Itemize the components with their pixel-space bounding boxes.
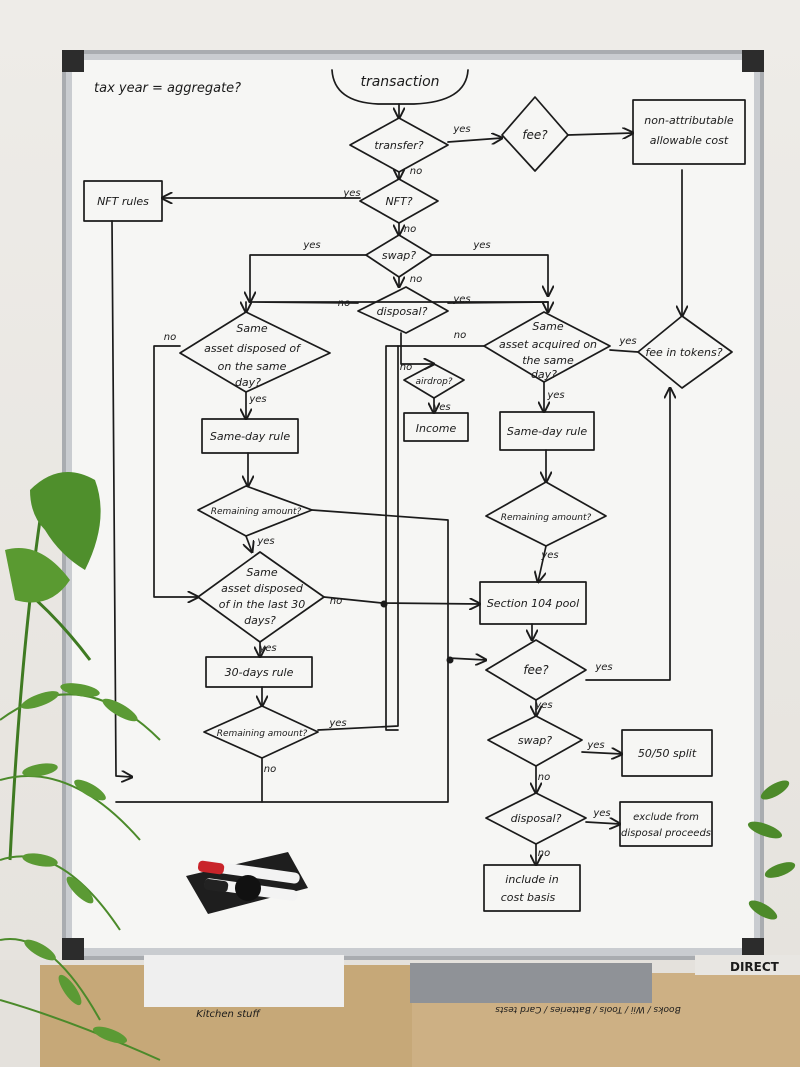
edge-label: no [538,772,550,783]
same-day-disposed-line4: day? [235,376,261,389]
plant [747,780,796,920]
fee-top-diamond [501,96,569,172]
edge-label: no [164,332,176,343]
fee-bottom-label: fee? [523,663,549,677]
same-day-acquired-line2: asset acquired on [499,338,597,351]
same-30-line3: of in the last 30 [219,598,306,611]
edge-label: yes [452,124,470,135]
allowable-cost-label: allowable cost [650,134,729,147]
fee-in-tokens-diamond [637,315,733,389]
edge-label: yes [248,394,266,405]
junction-dot [446,656,454,664]
edge-label: no [410,274,422,285]
edge-label: no [538,848,550,859]
exclude-line2: disposal proceeds [621,828,711,839]
edge-label: yes [452,294,470,305]
fee-top-label: fee? [522,128,548,142]
edge-label: yes [540,550,558,561]
junction-dot [380,600,388,608]
edge-label: yes [618,336,636,347]
income-label: Income [416,422,457,435]
include-line1: include in [505,873,558,886]
nft-question-label: NFT? [385,195,412,208]
edge-label: no [338,298,350,309]
frame-corner [62,938,84,960]
edge-label: yes [342,188,360,199]
edge-label: yes [534,700,552,711]
edge-label: no [330,596,342,607]
same-day-acquired-line3: the same [522,354,574,367]
section-104-label: Section 104 pool [487,597,579,610]
swap-top-label: swap? [382,249,416,262]
include-line2: cost basis [501,891,556,904]
edge-label: yes [256,536,274,547]
transaction-label: transaction [360,74,439,90]
edge-label: no [404,224,416,235]
remaining-right-label: Remaining amount? [501,513,592,523]
exclude-line1: exclude from [633,812,699,823]
start-terminal [331,69,469,105]
plant [0,472,161,1061]
edge-label: yes [546,390,564,401]
same-day-acquired-line4: day? [531,368,557,381]
frame-corner [742,50,764,72]
disposal-top-diamond [357,286,449,334]
tax-year-note: tax year = aggregate? [94,81,241,96]
whiteboard: tax year = aggregate? transaction transf… [62,50,764,960]
box-brand: DIRECT [730,960,780,974]
edge-label: yes [302,240,320,251]
split-label: 50/50 split [638,747,697,760]
marker-holder [186,852,308,914]
edge-label: no [410,166,422,177]
remaining-left-label: Remaining amount? [211,507,302,517]
non-attributable-label: non-attributable [644,114,734,127]
transfer-label: transfer? [374,139,423,152]
frame-corner [742,938,764,960]
edge-label: no [454,330,466,341]
disposal-bottom-label: disposal? [511,812,562,825]
thirty-days-rule-label: 30-days rule [225,666,294,679]
same-day-rule-right-label: Same-day rule [507,425,587,438]
frame-corner [62,50,84,72]
edge-label: yes [586,740,604,751]
same-day-disposed-line2: asset disposed of [204,342,302,355]
same-day-disposed-line3: on the same [218,360,287,373]
same-30-line2: asset disposed [221,582,304,595]
fee-in-tokens-label: fee in tokens? [645,346,722,359]
nft-rules-label: NFT rules [97,195,149,208]
edge-label: yes [472,240,490,251]
edge-label: no [400,362,412,373]
box-label-books: Books / Wii / Tools / Batteries / Card t… [495,1004,681,1014]
swap-bottom-label: swap? [518,734,552,747]
same-30-line4: days? [244,614,276,627]
edge-label: no [264,764,276,775]
same-day-disposed-line1: Same [236,322,267,335]
cardboard-boxes: DIRECT Kitchen stuff Books / Wii / Tools… [40,955,800,1067]
same-30-line1: Same [246,566,277,579]
edge-label: yes [328,718,346,729]
edge-label: yes [594,662,612,673]
edge-label: yes [432,402,450,413]
airdrop-label: airdrop? [415,377,452,387]
same-day-acquired-line1: Same [532,320,563,333]
box-label-kitchen: Kitchen stuff [196,1009,261,1020]
disposal-top-label: disposal? [377,305,428,318]
board-surface [72,60,754,948]
same-day-rule-left-label: Same-day rule [210,430,290,443]
remaining-bottom-label: Remaining amount? [217,729,308,739]
edge-label: yes [258,643,276,654]
edge-label: yes [592,808,610,819]
